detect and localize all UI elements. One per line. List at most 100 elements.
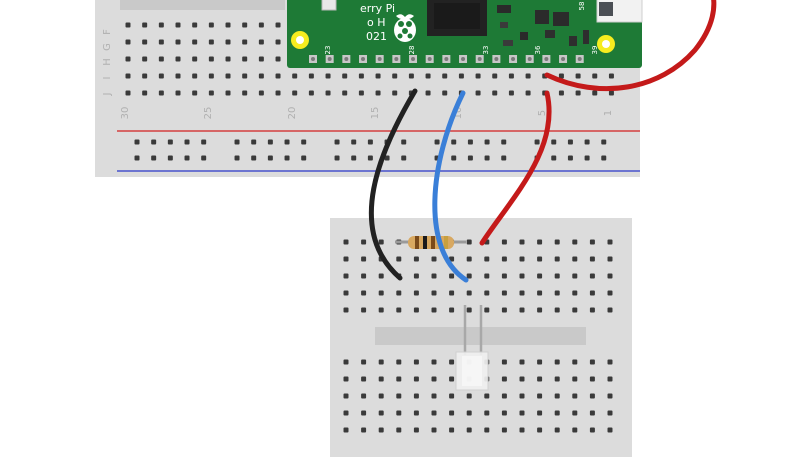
- breadboard-hole: [589, 256, 595, 262]
- breadboard-hole: [361, 410, 367, 416]
- breadboard-hole: [361, 307, 367, 313]
- ground-wire[interactable]: [368, 88, 418, 281]
- breadboard-hole: [537, 359, 543, 365]
- column-number-20: 20: [287, 107, 298, 120]
- resistor-band-1: [415, 236, 419, 249]
- breadboard-hole: [413, 427, 419, 433]
- breadboard-hole: [275, 22, 281, 28]
- pin-label-28: 28: [408, 46, 416, 55]
- rail-hole: [484, 155, 490, 161]
- breadboard-hole: [192, 73, 198, 79]
- breadboard-hole: [158, 56, 164, 62]
- breadboard-hole: [431, 256, 437, 262]
- breadboard-hole: [396, 359, 402, 365]
- breadboard-hole: [501, 393, 507, 399]
- breadboard-hole: [431, 376, 437, 382]
- breadboard-hole: [242, 39, 248, 45]
- pico-pin-hole: [327, 57, 332, 61]
- top-power-wire[interactable]: [544, 0, 717, 92]
- pico-pin-hole: [561, 57, 566, 61]
- breadboard-hole: [361, 273, 367, 279]
- rail-hole: [401, 139, 407, 145]
- breadboard-hole: [519, 393, 525, 399]
- signal-wire[interactable]: [432, 90, 469, 283]
- column-number-10: 10: [453, 107, 464, 120]
- rail-hole: [451, 139, 457, 145]
- breadboard-hole: [325, 73, 331, 79]
- breadboard-hole: [125, 22, 131, 28]
- rail-hole: [367, 139, 373, 145]
- pin-label-23: 23: [324, 46, 332, 55]
- power-wire[interactable]: [479, 90, 552, 246]
- breadboard-hole: [275, 56, 281, 62]
- breadboard-hole: [192, 56, 198, 62]
- main-breadboard-groove: [120, 0, 285, 10]
- breadboard-hole: [519, 239, 525, 245]
- column-number-5: 5: [537, 110, 548, 116]
- breadboard-hole: [501, 256, 507, 262]
- breadboard-hole: [413, 410, 419, 416]
- breadboard-hole: [378, 290, 384, 296]
- breadboard-hole: [449, 273, 455, 279]
- breadboard-hole: [554, 393, 560, 399]
- breadboard-hole: [378, 393, 384, 399]
- breadboard-hole: [396, 410, 402, 416]
- rail-hole: [534, 139, 540, 145]
- rail-hole: [551, 139, 557, 145]
- breadboard-hole: [378, 273, 384, 279]
- breadboard-hole: [501, 427, 507, 433]
- pico-pin-hole: [394, 57, 399, 61]
- rail-hole: [484, 139, 490, 145]
- pin-label-33: 33: [482, 46, 490, 55]
- rail-hole: [251, 139, 257, 145]
- breadboard-hole: [375, 73, 381, 79]
- breadboard-hole: [589, 410, 595, 416]
- rail-hole: [467, 139, 473, 145]
- rail-hole: [567, 139, 573, 145]
- breadboard-hole: [537, 376, 543, 382]
- smd-component: [545, 30, 555, 38]
- breadboard-hole: [343, 239, 349, 245]
- pico-pin-hole: [411, 57, 416, 61]
- breadboard-hole: [554, 273, 560, 279]
- breadboard-hole: [158, 73, 164, 79]
- breadboard-hole: [519, 256, 525, 262]
- breadboard-hole: [275, 90, 281, 96]
- breadboard-hole: [519, 427, 525, 433]
- breadboard-hole: [458, 73, 464, 79]
- breadboard-hole: [449, 410, 455, 416]
- breadboard-hole: [242, 90, 248, 96]
- row-letter-i: I: [102, 77, 113, 80]
- rail-hole: [184, 155, 190, 161]
- breadboard-hole: [242, 56, 248, 62]
- resistor-band-3: [431, 236, 435, 249]
- breadboard-hole: [378, 239, 384, 245]
- breadboard-hole: [378, 307, 384, 313]
- breadboard-hole: [225, 56, 231, 62]
- breadboard-hole: [501, 290, 507, 296]
- rail-hole: [501, 139, 507, 145]
- rail-hole: [434, 139, 440, 145]
- breadboard-hole: [572, 359, 578, 365]
- breadboard-hole: [158, 90, 164, 96]
- breadboard-hole: [484, 256, 490, 262]
- rail-hole: [284, 155, 290, 161]
- mounting-hole-right-center: [602, 40, 610, 48]
- breadboard-hole: [378, 410, 384, 416]
- breadboard-hole: [466, 307, 472, 313]
- breadboard-hole: [449, 393, 455, 399]
- breadboard-hole: [292, 90, 298, 96]
- breadboard-hole: [572, 307, 578, 313]
- rail-hole: [367, 155, 373, 161]
- breadboard-hole: [392, 90, 398, 96]
- smd-component: [497, 5, 511, 13]
- breadboard-hole: [175, 56, 181, 62]
- breadboard-hole: [225, 39, 231, 45]
- pin-label-39: 39: [591, 46, 599, 55]
- breadboard-hole: [275, 73, 281, 79]
- usb-port-icon: [599, 2, 613, 16]
- breadboard-hole: [358, 73, 364, 79]
- breadboard-hole: [508, 90, 514, 96]
- breadboard-hole: [589, 393, 595, 399]
- breadboard-hole: [554, 427, 560, 433]
